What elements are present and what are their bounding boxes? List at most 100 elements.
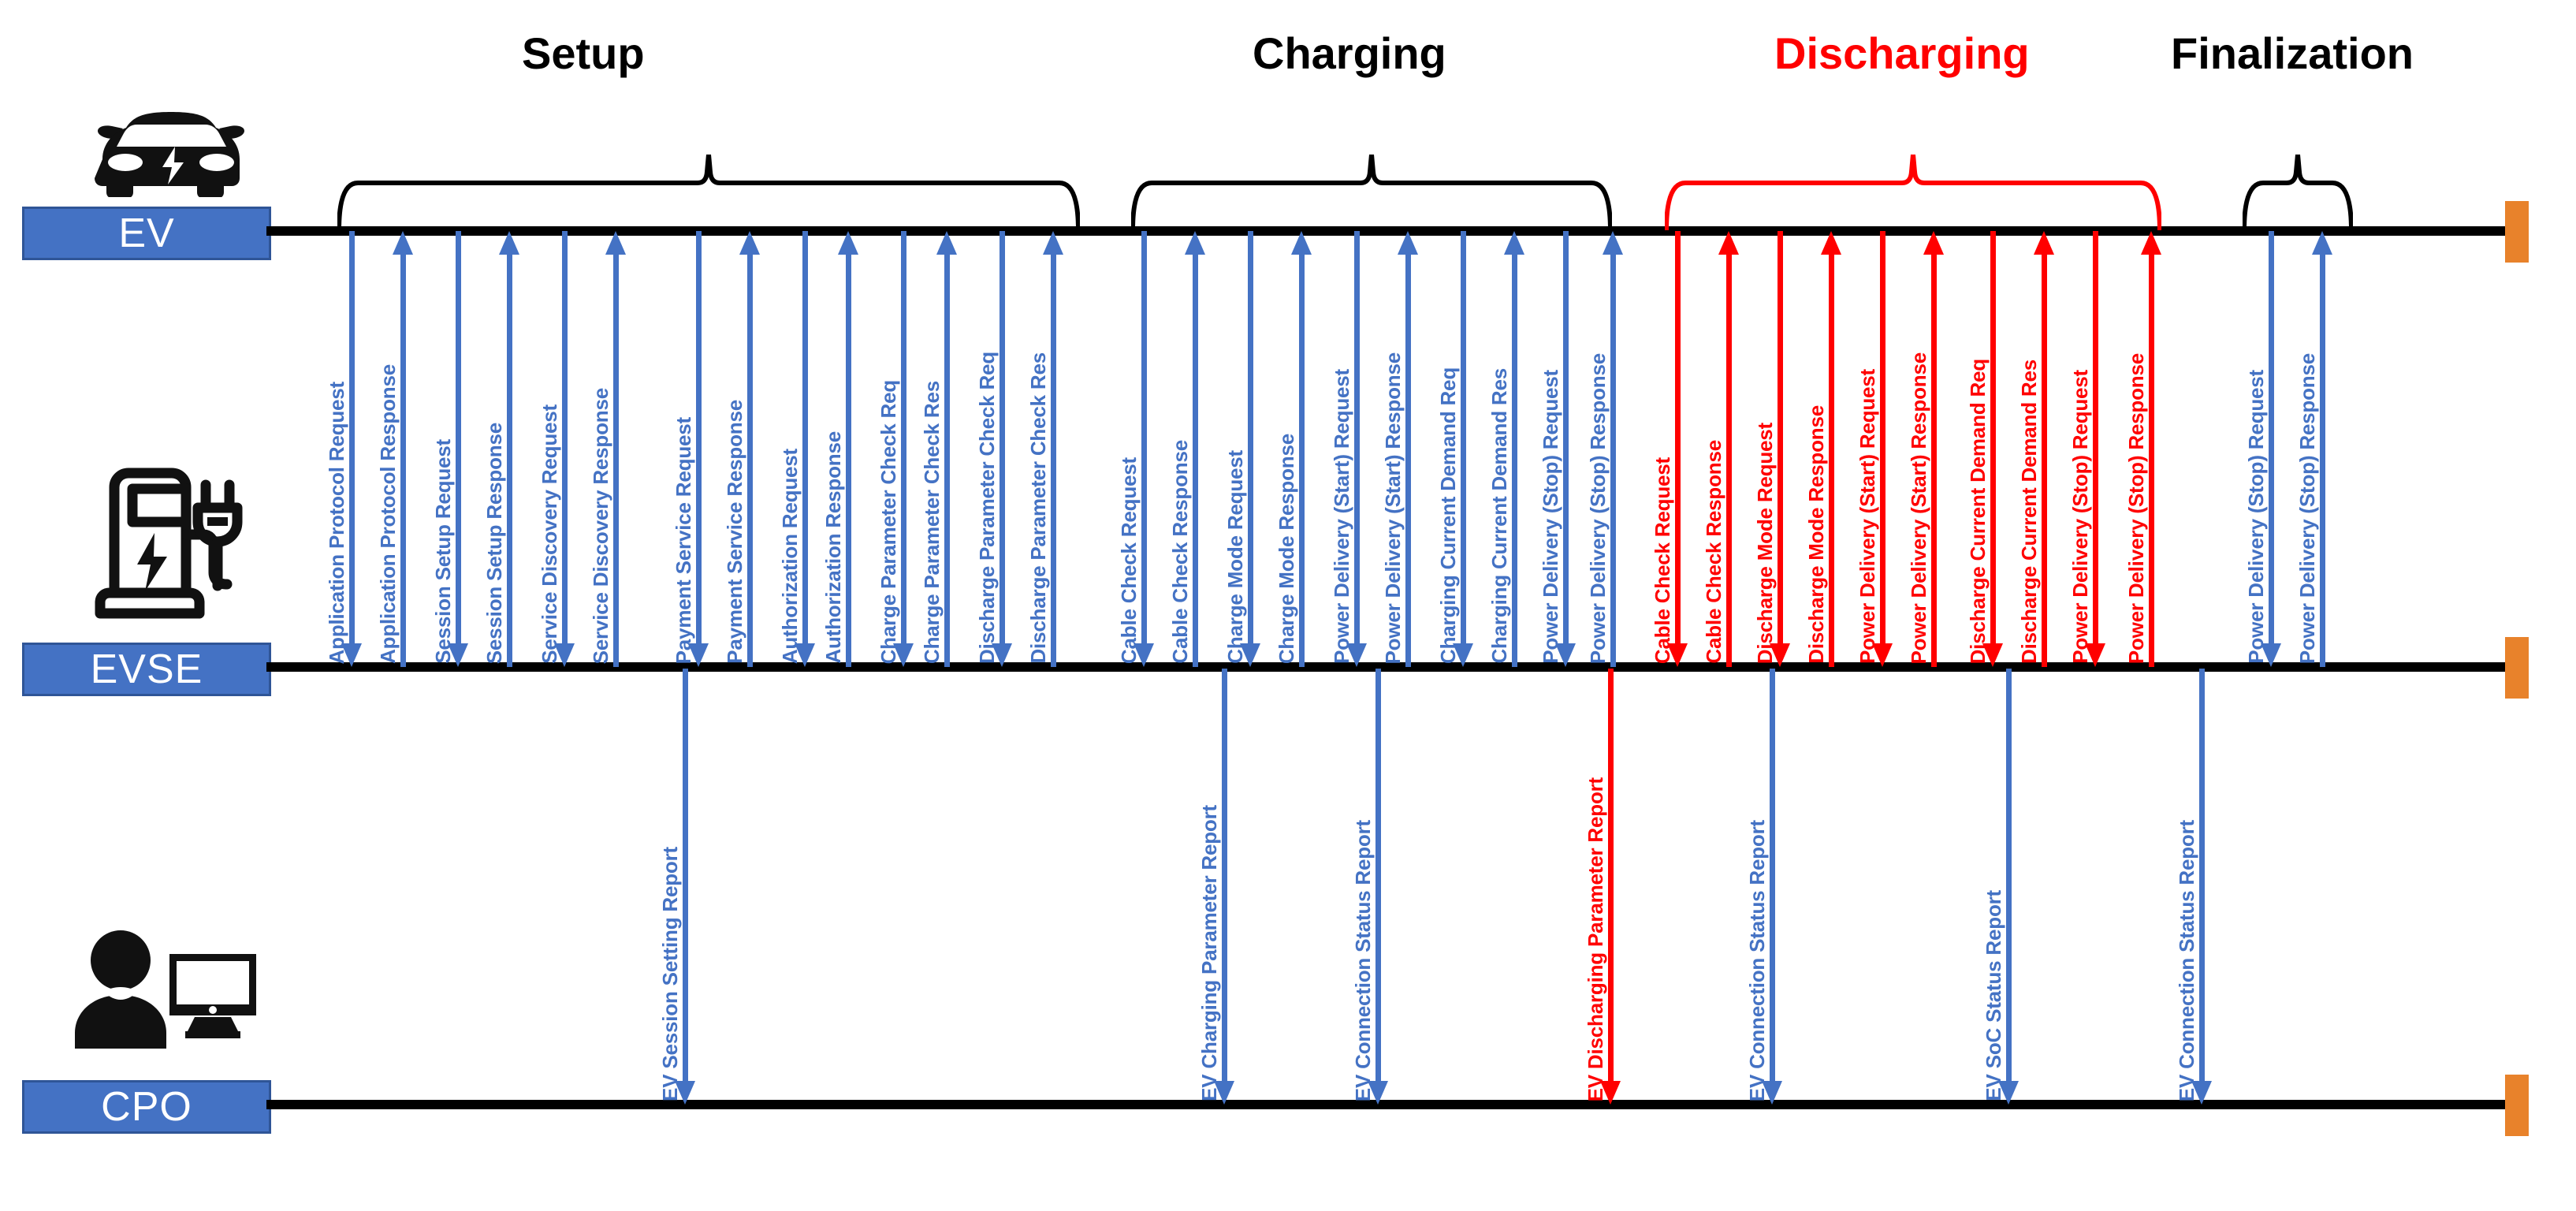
message-arrow[interactable]: Power Delivery (Stop) Response (1586, 231, 1623, 667)
arrowhead-down-icon (2191, 1081, 2212, 1105)
message-arrow[interactable]: Power Delivery (Stop) Request (2244, 231, 2281, 667)
message-label: Discharge Mode Request (1753, 422, 1777, 664)
arrowhead-down-icon (341, 643, 362, 667)
arrowhead-up-icon (936, 231, 957, 255)
message-arrow[interactable]: Payment Service Response (723, 231, 760, 667)
phase-label-finalization: Finalization (2171, 28, 2414, 78)
message-arrow[interactable]: EV Session Setting Report (658, 669, 695, 1105)
message-arrow[interactable]: EV Connection Status Report (2175, 669, 2212, 1105)
lifeline-evse (266, 662, 2505, 672)
message-line (2269, 231, 2274, 643)
message-label: Discharge Mode Response (1804, 405, 1828, 664)
message-label: Power Delivery (Start) Request (1330, 368, 1353, 664)
arrowhead-down-icon (448, 643, 468, 667)
message-arrow[interactable]: Power Delivery (Stop) Request (1539, 231, 1576, 667)
message-label: Charge Parameter Check Res (920, 381, 944, 664)
message-line (696, 231, 702, 643)
message-line (1299, 255, 1305, 667)
message-arrow[interactable]: Charging Current Demand Res (1487, 231, 1524, 667)
message-label: Power Delivery (Stop) Response (2295, 352, 2319, 664)
message-line (1375, 669, 1381, 1081)
actor-evse[interactable]: EVSE (22, 643, 271, 696)
message-label: EV Charging Parameter Report (1197, 805, 1221, 1101)
message-line (1675, 231, 1681, 643)
message-arrow[interactable]: Power Delivery (Stop) Request (2068, 231, 2105, 667)
message-arrow[interactable]: Application Protocol Request (325, 231, 362, 667)
actor-cpo[interactable]: CPO (22, 1080, 271, 1134)
message-label: Charge Mode Response (1275, 433, 1298, 664)
lifeline-endcap-cpo (2505, 1075, 2529, 1136)
arrowhead-up-icon (1923, 231, 1944, 255)
message-line (2320, 255, 2325, 667)
message-arrow[interactable]: Session Setup Response (482, 231, 519, 667)
message-line (683, 669, 688, 1081)
message-arrow[interactable]: Power Delivery (Stop) Response (2295, 231, 2332, 667)
message-arrow[interactable]: Discharge Mode Response (1804, 231, 1841, 667)
arrowhead-up-icon (838, 231, 858, 255)
message-arrow[interactable]: EV Connection Status Report (1745, 669, 1782, 1105)
message-arrow[interactable]: Service Discovery Request (538, 231, 575, 667)
message-arrow[interactable]: Service Discovery Response (589, 231, 626, 667)
message-arrow[interactable]: Charging Current Demand Req (1436, 231, 1473, 667)
message-arrow[interactable]: Power Delivery (Start) Request (1330, 231, 1367, 667)
message-arrow[interactable]: Cable Check Request (1117, 231, 1154, 667)
message-arrow[interactable]: Cable Check Response (1702, 231, 1739, 667)
message-arrow[interactable]: Charge Mode Response (1275, 231, 1312, 667)
message-arrow[interactable]: Discharge Parameter Check Res (1026, 231, 1063, 667)
actor-cpo-label: CPO (101, 1084, 192, 1130)
phase-brace-charging (1130, 154, 1613, 233)
message-arrow[interactable]: Charge Parameter Check Req (877, 231, 914, 667)
lifeline-endcap-ev (2505, 201, 2529, 263)
message-arrow[interactable]: EV SoC Status Report (1982, 669, 2019, 1105)
arrowhead-down-icon (1982, 643, 2003, 667)
message-arrow[interactable]: Cable Check Request (1651, 231, 1688, 667)
message-line (349, 231, 355, 643)
message-label: Authorization Response (821, 431, 845, 664)
message-label: Discharge Current Demand Req (1966, 358, 1990, 664)
message-arrow[interactable]: EV Charging Parameter Report (1197, 669, 1234, 1105)
message-arrow[interactable]: Authorization Request (778, 231, 815, 667)
arrowhead-down-icon (1770, 643, 1790, 667)
arrowhead-down-icon (1346, 643, 1367, 667)
arrowhead-up-icon (2141, 231, 2161, 255)
message-arrow[interactable]: Discharge Current Demand Res (2017, 231, 2054, 667)
message-label: Power Delivery (Stop) Request (2068, 370, 2092, 664)
arrowhead-down-icon (795, 643, 815, 667)
message-label: Discharge Parameter Check Res (1026, 352, 1050, 664)
message-label: Power Delivery (Start) Request (1856, 368, 1879, 664)
message-line (1829, 255, 1834, 667)
message-line (1354, 231, 1360, 643)
message-arrow[interactable]: Power Delivery (Start) Response (1907, 231, 1944, 667)
arrowhead-up-icon (393, 231, 413, 255)
message-arrow[interactable]: EV Connection Status Report (1351, 669, 1388, 1105)
message-arrow[interactable]: Discharge Mode Request (1753, 231, 1790, 667)
message-arrow[interactable]: Payment Service Request (672, 231, 709, 667)
message-arrow[interactable]: Charge Mode Request (1223, 231, 1260, 667)
arrowhead-down-icon (1872, 643, 1893, 667)
message-arrow[interactable]: Discharge Parameter Check Req (975, 231, 1012, 667)
message-arrow[interactable]: Authorization Response (821, 231, 858, 667)
actor-ev[interactable]: EV (22, 207, 271, 260)
arrowhead-down-icon (1600, 1081, 1621, 1105)
message-arrow[interactable]: Power Delivery (Start) Request (1856, 231, 1893, 667)
message-arrow[interactable]: Power Delivery (Stop) Response (2124, 231, 2161, 667)
message-line (1000, 231, 1005, 643)
message-label: Charging Current Demand Req (1436, 367, 1460, 664)
message-arrow[interactable]: Application Protocol Response (376, 231, 413, 667)
arrowhead-up-icon (1821, 231, 1841, 255)
message-line (901, 231, 906, 643)
arrowhead-down-icon (1368, 1081, 1388, 1105)
message-line (1141, 231, 1147, 643)
message-label: Power Delivery (Start) Response (1381, 352, 1405, 665)
message-line (1880, 231, 1885, 643)
message-arrow[interactable]: Discharge Current Demand Req (1966, 231, 2003, 667)
message-arrow[interactable]: EV Discharging Parameter Report (1584, 669, 1621, 1105)
arrowhead-up-icon (605, 231, 626, 255)
message-arrow[interactable]: Power Delivery (Start) Response (1381, 231, 1418, 667)
phase-label-charging: Charging (1253, 28, 1446, 78)
phase-brace-finalization (2242, 154, 2354, 233)
message-arrow[interactable]: Session Setup Request (431, 231, 468, 667)
message-line (1248, 231, 1253, 643)
message-arrow[interactable]: Cable Check Response (1168, 231, 1205, 667)
message-arrow[interactable]: Charge Parameter Check Res (920, 231, 957, 667)
